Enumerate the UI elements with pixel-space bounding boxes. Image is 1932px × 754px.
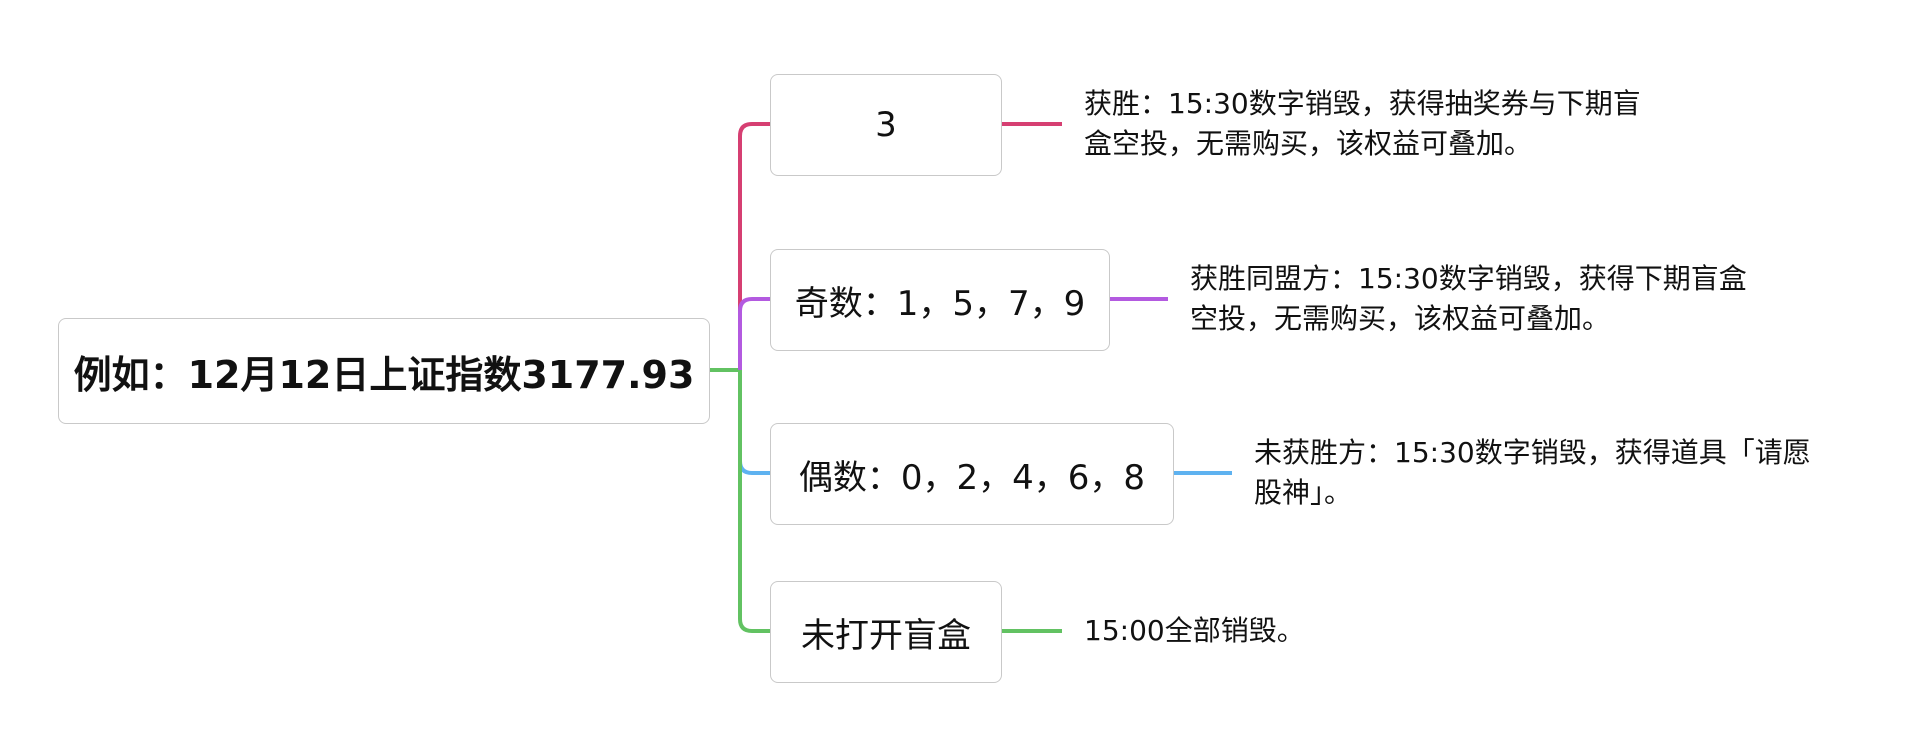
- connector-branch-3: [738, 370, 770, 475]
- note-line: 获胜同盟方：15:30数字销毁，获得下期盲盒: [1190, 262, 1747, 295]
- connector-branch-2: [738, 297, 770, 370]
- note-line: 未获胜方：15:30数字销毁，获得道具「请愿: [1254, 436, 1811, 469]
- branch-label: 偶数：0，2，4，6，8: [798, 457, 1146, 498]
- branch-node-3[interactable]: 3: [770, 74, 1002, 176]
- branch-node-odd[interactable]: 奇数：1，5，7，9: [770, 249, 1110, 351]
- note-line: 股神」。: [1254, 476, 1353, 509]
- branch-note-odd: 获胜同盟方：15:30数字销毁，获得下期盲盒 空投，无需购买，该权益可叠加。: [1190, 259, 1870, 339]
- branch-label: 奇数：1，5，7，9: [794, 283, 1086, 324]
- branch-label: 未打开盲盒: [801, 615, 971, 656]
- branch-node-unopened[interactable]: 未打开盲盒: [770, 581, 1002, 683]
- branch-node-even[interactable]: 偶数：0，2，4，6，8: [770, 423, 1174, 525]
- root-label: 例如：12月12日上证指数3177.93: [73, 352, 695, 397]
- note-line: 空投，无需购买，该权益可叠加。: [1190, 302, 1611, 335]
- connector-branch-4: [738, 370, 770, 633]
- branch-note-3: 获胜：15:30数字销毁，获得抽奖券与下期盲 盒空投，无需购买，该权益可叠加。: [1084, 84, 1724, 164]
- branch-label: 3: [875, 105, 897, 145]
- connector-branch-1: [738, 122, 770, 370]
- root-node[interactable]: 例如：12月12日上证指数3177.93: [58, 318, 710, 424]
- branch-note-even: 未获胜方：15:30数字销毁，获得道具「请愿 股神」。: [1254, 433, 1914, 513]
- branch-note-unopened: 15:00全部销毁。: [1084, 611, 1724, 651]
- note-line: 15:00全部销毁。: [1084, 614, 1305, 647]
- note-line: 盒空投，无需购买，该权益可叠加。: [1084, 127, 1533, 160]
- note-line: 获胜：15:30数字销毁，获得抽奖券与下期盲: [1084, 87, 1641, 120]
